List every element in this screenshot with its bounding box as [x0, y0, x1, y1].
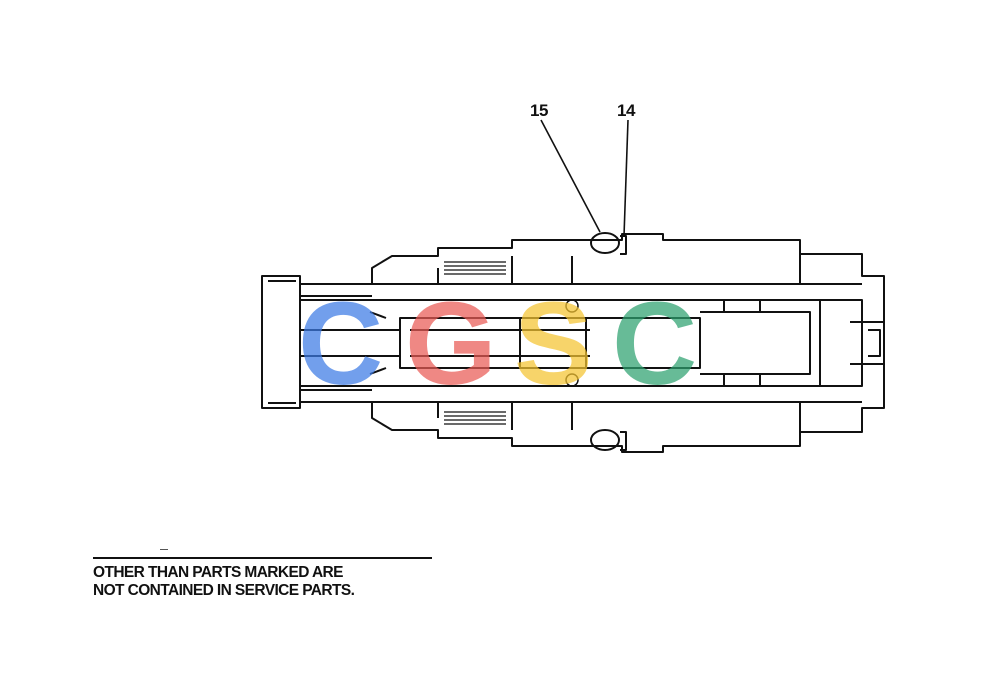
o-ring-upper [590, 232, 620, 254]
watermark-letter-g: G [405, 278, 497, 410]
backup-ring-upper [620, 235, 627, 255]
leader-14 [623, 119, 629, 237]
note-divider [93, 557, 432, 559]
watermark-letter-s: S [514, 278, 593, 410]
callout-part-14: 14 [617, 101, 635, 120]
thread-upper [444, 261, 506, 275]
leader-15 [540, 119, 601, 233]
thread-lower [444, 411, 506, 425]
right-plug [819, 299, 863, 387]
o-ring-lower [590, 429, 620, 451]
note-line-1: OTHER THAN PARTS MARKED ARE [93, 564, 343, 581]
left-end-cap [261, 275, 301, 409]
note-tick-mark [160, 549, 168, 550]
callout-part-15: 15 [530, 101, 548, 120]
spool [399, 317, 701, 369]
watermark-letter-c1: C [298, 278, 384, 410]
note-line-2: NOT CONTAINED IN SERVICE PARTS. [93, 582, 355, 599]
backup-ring-lower [620, 431, 627, 451]
watermark-letter-c2: C [612, 278, 698, 410]
